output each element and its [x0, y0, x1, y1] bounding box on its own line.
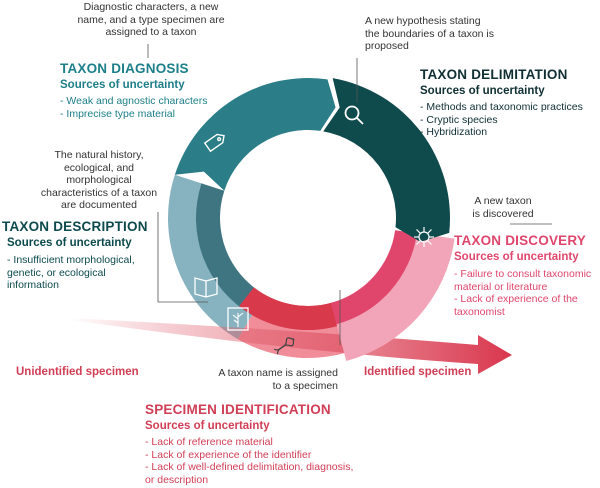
description-inner-band — [196, 183, 264, 315]
identification-items: Lack of reference material Lack of exper… — [145, 436, 355, 486]
delimitation-item: Hybridization — [420, 126, 595, 139]
tag-icon — [203, 133, 225, 153]
discovery-item: Failure to consult taxonomic material or… — [454, 268, 594, 293]
diagnosis-caption: Diagnostic characters, a new name, and a… — [77, 1, 225, 38]
unidentified-specimen-label: Unidentified specimen — [16, 366, 139, 378]
discovery-items: Failure to consult taxonomic material or… — [454, 268, 594, 318]
identified-specimen-label: Identified specimen — [364, 366, 472, 378]
description-items: Insufficient morphological, genetic, or … — [7, 254, 157, 292]
virus-icon — [414, 227, 434, 247]
discovery-item: Lack of experience of the taxonomist — [454, 293, 594, 318]
discovery-inner-band — [330, 230, 417, 325]
diagnosis-item: Imprecise type material — [60, 108, 210, 121]
discovery-outer-band — [335, 233, 455, 361]
diagnosis-chevron — [174, 78, 336, 191]
delimitation-items: Methods and taxonomic practices Cryptic … — [420, 101, 595, 139]
diagnosis-item: Weak and agnostic characters — [60, 95, 210, 108]
delimitation-subtitle: Sources of uncertainty — [420, 85, 545, 97]
dna-icon — [273, 337, 295, 355]
identification-item: Lack of well-defined delimitation, diagn… — [145, 461, 355, 486]
identification-lower-band — [239, 287, 337, 330]
wheel-center — [222, 132, 394, 304]
diagnosis-subtitle: Sources of uncertainty — [60, 79, 185, 91]
discovery-caption: A new taxon is discovered — [472, 195, 534, 220]
identification-caption: A taxon name is assigned to a specimen — [218, 367, 338, 392]
magnifier-icon — [344, 105, 364, 125]
description-title: TAXON DESCRIPTION — [2, 219, 148, 234]
description-item: Insufficient morphological, genetic, or … — [7, 254, 157, 292]
delimitation-title: TAXON DELIMITATION — [420, 67, 568, 82]
identification-item: Lack of reference material — [145, 436, 355, 449]
diagnosis-items: Weak and agnostic characters Imprecise t… — [60, 95, 210, 120]
diagnosis-title: TAXON DIAGNOSIS — [60, 61, 189, 76]
description-connector — [157, 212, 208, 303]
description-subtitle: Sources of uncertainty — [7, 237, 132, 249]
plant-specimen-icon — [227, 307, 249, 331]
delimitation-item: Methods and taxonomic practices — [420, 101, 595, 114]
description-caption: The natural history, ecological, and mor… — [40, 149, 158, 211]
delimitation-caption: A new hypothesis stating the boundaries … — [365, 15, 495, 52]
identification-subtitle: Sources of uncertainty — [145, 420, 270, 432]
identification-item: Lack of experience of the identifier — [145, 449, 355, 462]
discovery-subtitle: Sources of uncertainty — [454, 251, 579, 263]
delimitation-item: Cryptic species — [420, 114, 595, 127]
discovery-title: TAXON DISCOVERY — [454, 233, 587, 248]
identification-title: SPECIMEN IDENTIFICATION — [145, 402, 331, 417]
book-icon — [194, 277, 218, 298]
